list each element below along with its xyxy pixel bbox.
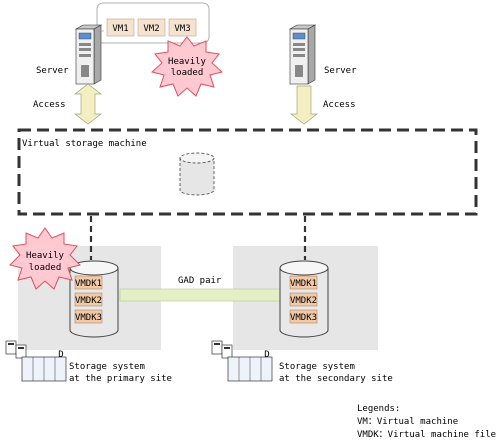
legend-line-vm: VM：Virtual machine xyxy=(357,417,458,427)
legend: Legends: VM：Virtual machine VMDK：Virtual… xyxy=(357,404,496,440)
secondary-site-label-line1: Storage system xyxy=(279,362,355,372)
vm2-label: VM2 xyxy=(143,24,159,34)
secondary-vmdk2-label: VMDK2 xyxy=(290,296,317,306)
vm2-box: VM2 xyxy=(137,18,166,37)
primary-vmdk1-label: VMDK1 xyxy=(75,279,102,289)
legend-title: Legends: xyxy=(357,404,400,414)
burst-bottom-line2: loaded xyxy=(29,263,62,273)
primary-volume-cylinder xyxy=(69,260,119,338)
primary-vmdk3-label: VMDK3 xyxy=(75,313,102,323)
gad-pair-band xyxy=(119,288,283,302)
legend-line-vmdk: VMDK：Virtual machine file xyxy=(357,430,496,440)
server-right-label: Server xyxy=(324,66,357,76)
vm3-label: VM3 xyxy=(174,24,190,34)
primary-vmdk2-label: VMDK2 xyxy=(75,296,102,306)
access-left-arrow xyxy=(73,83,103,125)
secondary-vmdk3-label: VMDK3 xyxy=(290,313,317,323)
heavily-loaded-burst-top xyxy=(150,36,224,97)
server-right-icon xyxy=(288,24,317,85)
server-left-label: Server xyxy=(36,66,69,76)
virtual-volume-cylinder xyxy=(179,152,215,196)
burst-top-line1: Heavily xyxy=(168,57,207,67)
virtual-storage-machine-label: Virtual storage machine xyxy=(22,139,147,149)
burst-bottom-line1: Heavily xyxy=(26,251,65,261)
burst-top-line2: loaded xyxy=(171,68,204,78)
server-left-icon xyxy=(74,24,103,85)
svg-text:D: D xyxy=(58,350,63,360)
vm3-box: VM3 xyxy=(168,18,197,37)
primary-site-label-line2: at the primary site xyxy=(69,374,172,384)
vm1-label: VM1 xyxy=(112,24,128,34)
gad-pair-label: GAD pair xyxy=(178,276,222,286)
access-right-arrow xyxy=(289,85,319,125)
secondary-volume-cylinder xyxy=(279,260,329,338)
svg-text:D: D xyxy=(264,350,269,360)
secondary-site-label-line2: at the secondary site xyxy=(279,374,393,384)
secondary-storage-system-icon: D xyxy=(211,340,273,382)
heavily-loaded-burst-bottom xyxy=(9,227,81,290)
secondary-vmdk1-label: VMDK1 xyxy=(290,279,317,289)
primary-storage-system-icon: D xyxy=(5,340,67,382)
access-left-label: Access xyxy=(33,100,66,110)
access-right-label: Access xyxy=(323,100,356,110)
primary-site-label-line1: Storage system xyxy=(69,362,145,372)
vm1-box: VM1 xyxy=(106,18,135,37)
